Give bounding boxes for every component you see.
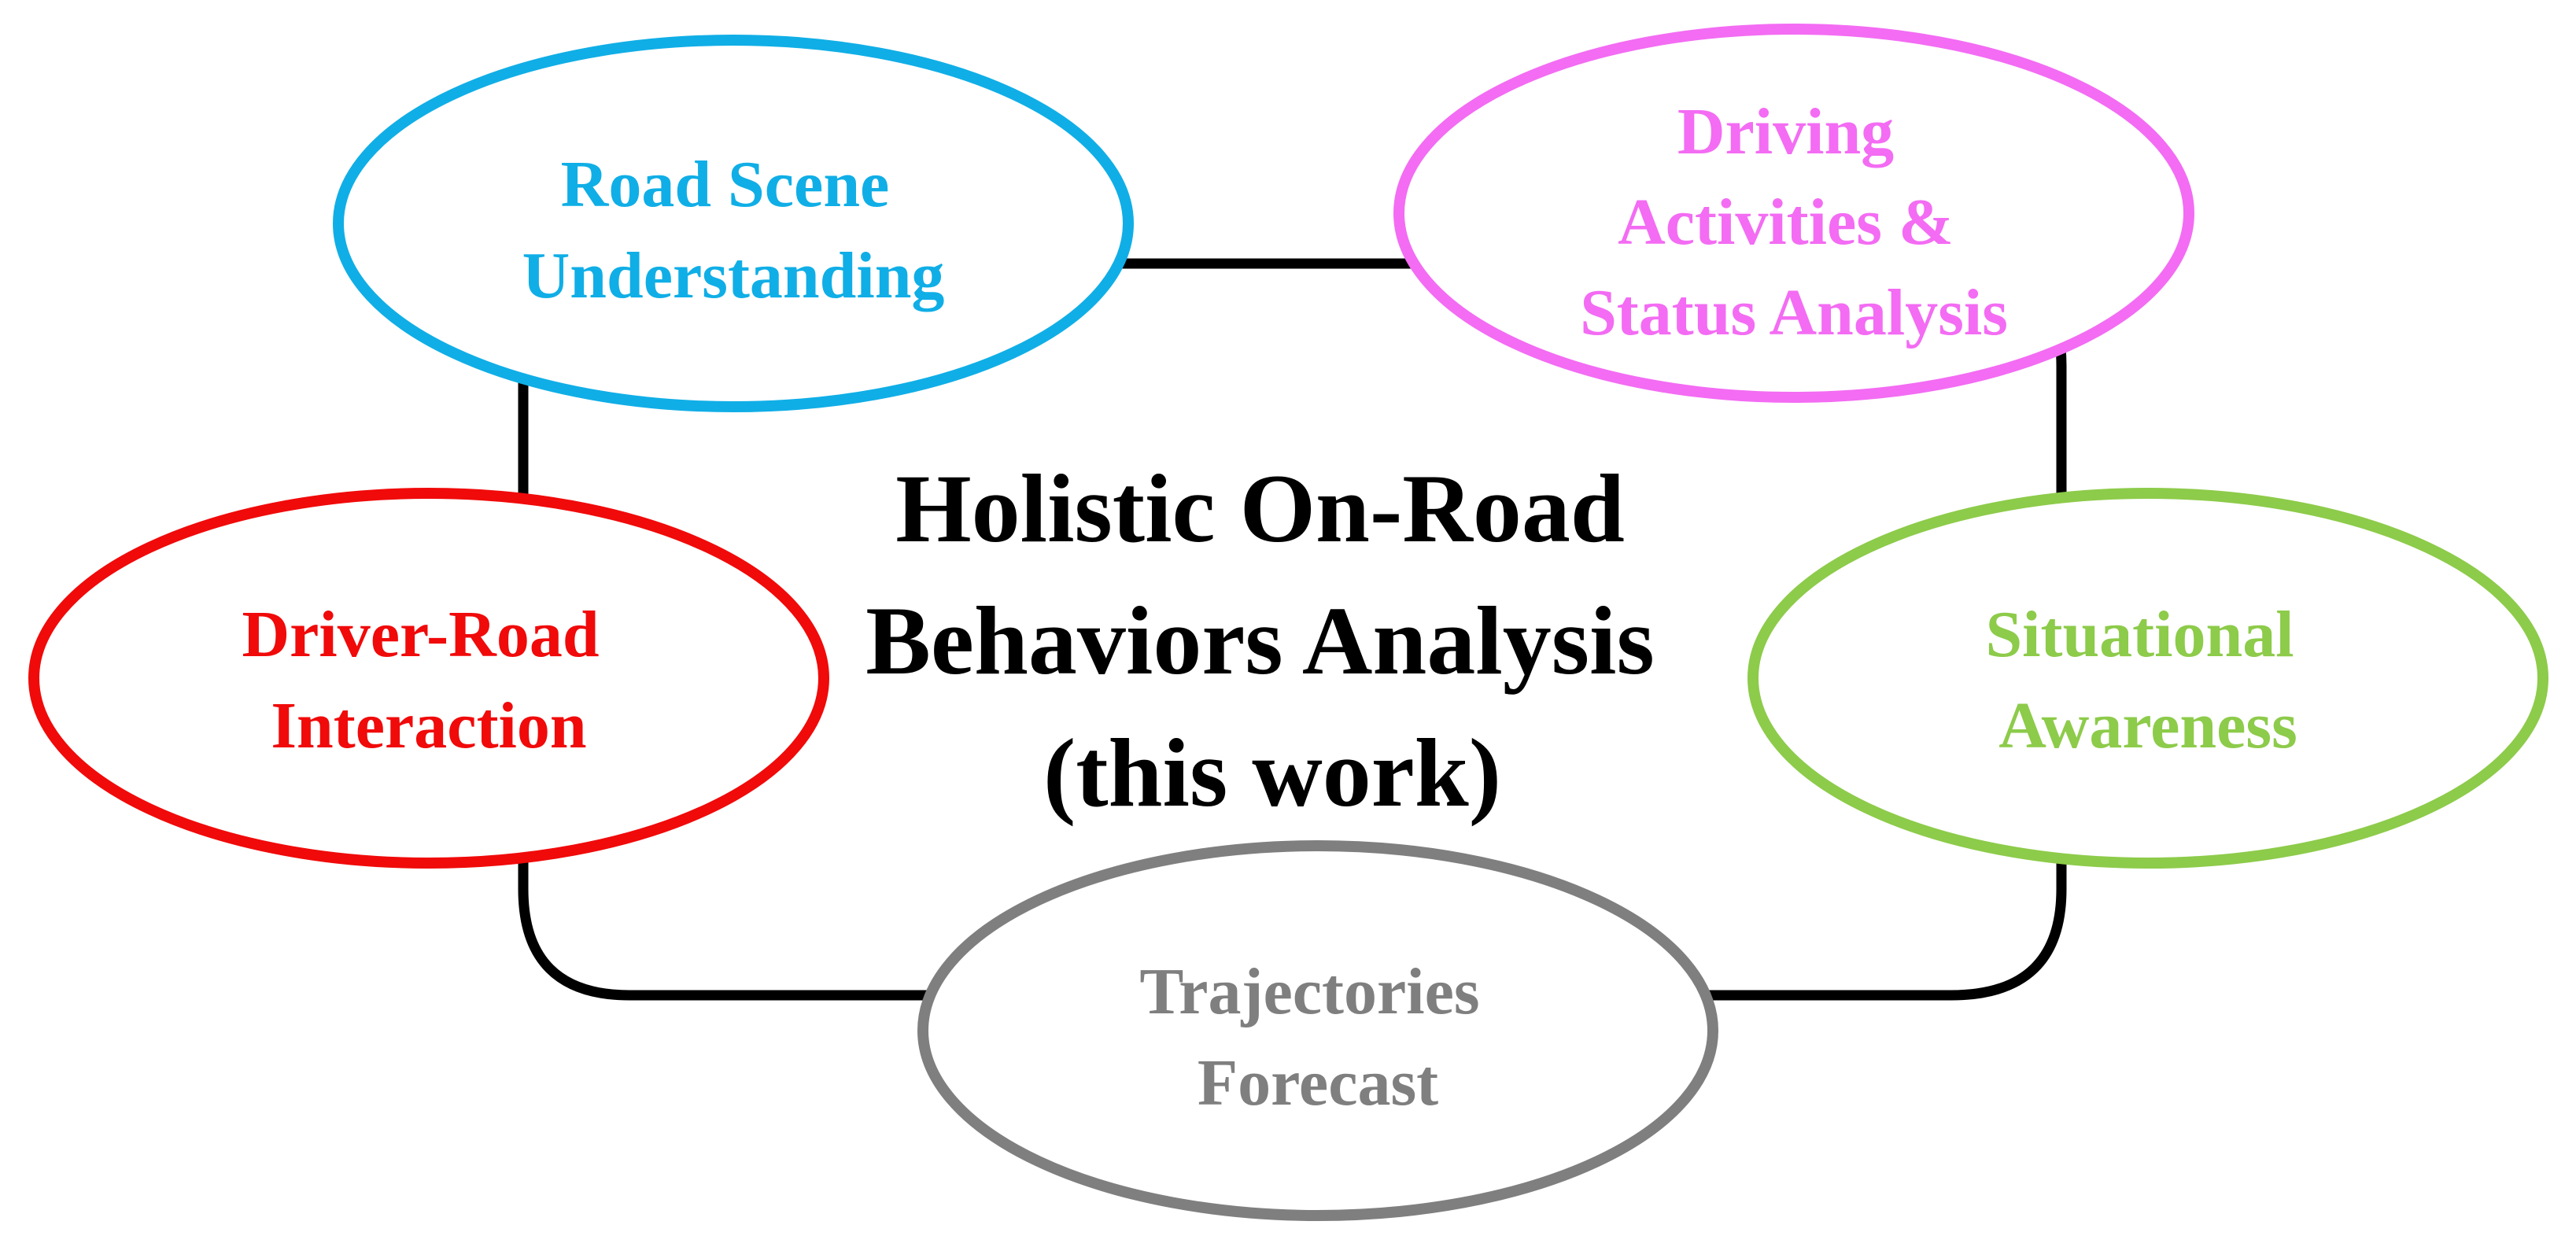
node-situational-ellipse: [1747, 488, 2548, 869]
node-driver-road-line-2: Interaction: [271, 689, 586, 762]
node-road-scene-line-1: Road Scene: [561, 148, 890, 221]
node-situational-line-1: Situational: [1985, 598, 2294, 671]
node-driver-road-line-1: Driver-Road: [242, 598, 599, 671]
center-title: Holistic On-Road Behaviors Analysis (thi…: [865, 455, 1679, 827]
node-driving-activities-ellipse: [1393, 24, 2194, 403]
node-driving-activities-line-3: Status Analysis: [1580, 276, 2008, 349]
node-situational-label: Situational Awareness: [1985, 598, 2310, 762]
node-driving-activities-line-1: Driving: [1677, 95, 1894, 168]
node-road-scene-ellipse: [333, 35, 1134, 412]
node-trajectories-ellipse: [917, 840, 1718, 1221]
node-trajectories-line-1: Trajectories: [1139, 955, 1479, 1028]
node-driver-road-label: Driver-Road Interaction: [242, 598, 615, 762]
node-situational-line-2: Awareness: [1998, 689, 2297, 762]
node-road-scene-label: Road Scene Understanding: [522, 148, 945, 312]
node-road-scene-line-2: Understanding: [522, 239, 945, 312]
center-title-line-3: (this work): [1043, 719, 1501, 827]
center-title-line-2: Behaviors Analysis: [865, 587, 1655, 695]
node-trajectories-line-2: Forecast: [1198, 1046, 1438, 1120]
node-trajectories-label: Trajectories Forecast: [1139, 955, 1496, 1120]
node-driving-activities-line-2: Activities &: [1618, 186, 1954, 259]
center-title-line-1: Holistic On-Road: [895, 455, 1625, 563]
node-driving-activities-label: Driving Activities & Status Analysis: [1580, 95, 2008, 349]
node-driver-road-ellipse: [28, 488, 829, 869]
